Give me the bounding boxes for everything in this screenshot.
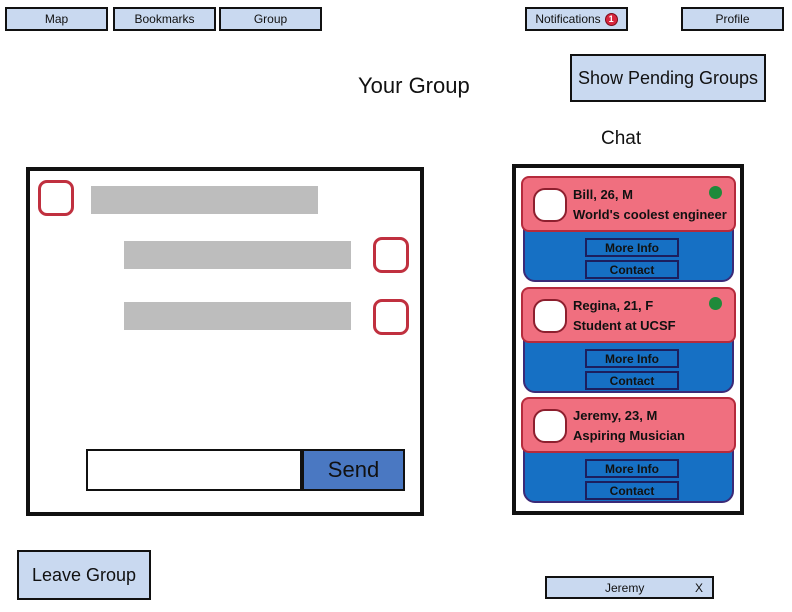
member-description: World's coolest engineer — [573, 207, 727, 222]
open-chat-tab[interactable]: Jeremy X — [545, 576, 714, 599]
chat-message-area: Send — [26, 167, 424, 516]
member-description: Aspiring Musician — [573, 428, 685, 443]
message-bubble-placeholder — [91, 186, 318, 214]
nav-map-label: Map — [44, 12, 69, 26]
nav-bookmarks-label: Bookmarks — [134, 12, 195, 26]
contact-label: Contact — [609, 483, 655, 498]
message-avatar — [373, 299, 409, 335]
leave-group-button[interactable]: Leave Group — [17, 550, 151, 600]
send-label: Send — [327, 457, 380, 482]
notification-count-badge: 1 — [604, 12, 618, 26]
nav-bookmarks-button[interactable]: Bookmarks — [113, 7, 216, 31]
more-info-button[interactable]: More Info — [585, 349, 679, 368]
contact-label: Contact — [609, 373, 655, 388]
member-avatar — [533, 409, 567, 443]
member-card: More Info Contact Jeremy, 23, M Aspiring… — [521, 397, 736, 503]
online-status-icon — [709, 297, 722, 310]
nav-group-button[interactable]: Group — [219, 7, 322, 31]
group-members-panel: More Info Contact Bill, 26, M World's co… — [512, 164, 744, 515]
leave-group-label: Leave Group — [31, 564, 137, 585]
nav-notifications-button[interactable]: Notifications 1 — [525, 7, 628, 31]
chat-heading: Chat — [601, 128, 642, 149]
member-description: Student at UCSF — [573, 318, 676, 333]
message-bubble-placeholder — [124, 241, 351, 269]
more-info-button[interactable]: More Info — [585, 459, 679, 478]
close-chat-tab-button[interactable]: X — [695, 581, 704, 595]
send-button[interactable]: Send — [302, 449, 405, 491]
message-bubble-placeholder — [124, 302, 351, 330]
show-pending-groups-label: Show Pending Groups — [577, 68, 759, 88]
more-info-label: More Info — [605, 461, 659, 476]
chat-tab-name: Jeremy — [605, 581, 645, 595]
contact-label: Contact — [609, 262, 655, 277]
nav-group-label: Group — [253, 12, 288, 26]
more-info-button[interactable]: More Info — [585, 238, 679, 257]
more-info-label: More Info — [605, 351, 659, 366]
nav-map-button[interactable]: Map — [5, 7, 108, 31]
contact-button[interactable]: Contact — [585, 260, 679, 279]
member-card: More Info Contact Regina, 21, F Student … — [521, 287, 736, 393]
member-avatar — [533, 299, 567, 333]
member-card: More Info Contact Bill, 26, M World's co… — [521, 176, 736, 282]
member-card-header: Regina, 21, F Student at UCSF — [521, 287, 736, 343]
member-avatar — [533, 188, 567, 222]
page-title: Your Group — [358, 73, 470, 98]
member-card-header: Bill, 26, M World's coolest engineer — [521, 176, 736, 232]
message-avatar — [38, 180, 74, 216]
more-info-label: More Info — [605, 240, 659, 255]
member-card-header: Jeremy, 23, M Aspiring Musician — [521, 397, 736, 453]
nav-notifications-label: Notifications — [535, 12, 601, 26]
nav-profile-button[interactable]: Profile — [681, 7, 784, 31]
member-name: Bill, 26, M — [573, 187, 633, 202]
online-status-icon — [709, 186, 722, 199]
nav-profile-label: Profile — [715, 12, 750, 26]
member-name: Jeremy, 23, M — [573, 408, 658, 423]
member-name: Regina, 21, F — [573, 298, 654, 313]
message-avatar — [373, 237, 409, 273]
show-pending-groups-button[interactable]: Show Pending Groups — [570, 54, 766, 102]
contact-button[interactable]: Contact — [585, 481, 679, 500]
chat-message-input[interactable] — [86, 449, 302, 491]
contact-button[interactable]: Contact — [585, 371, 679, 390]
